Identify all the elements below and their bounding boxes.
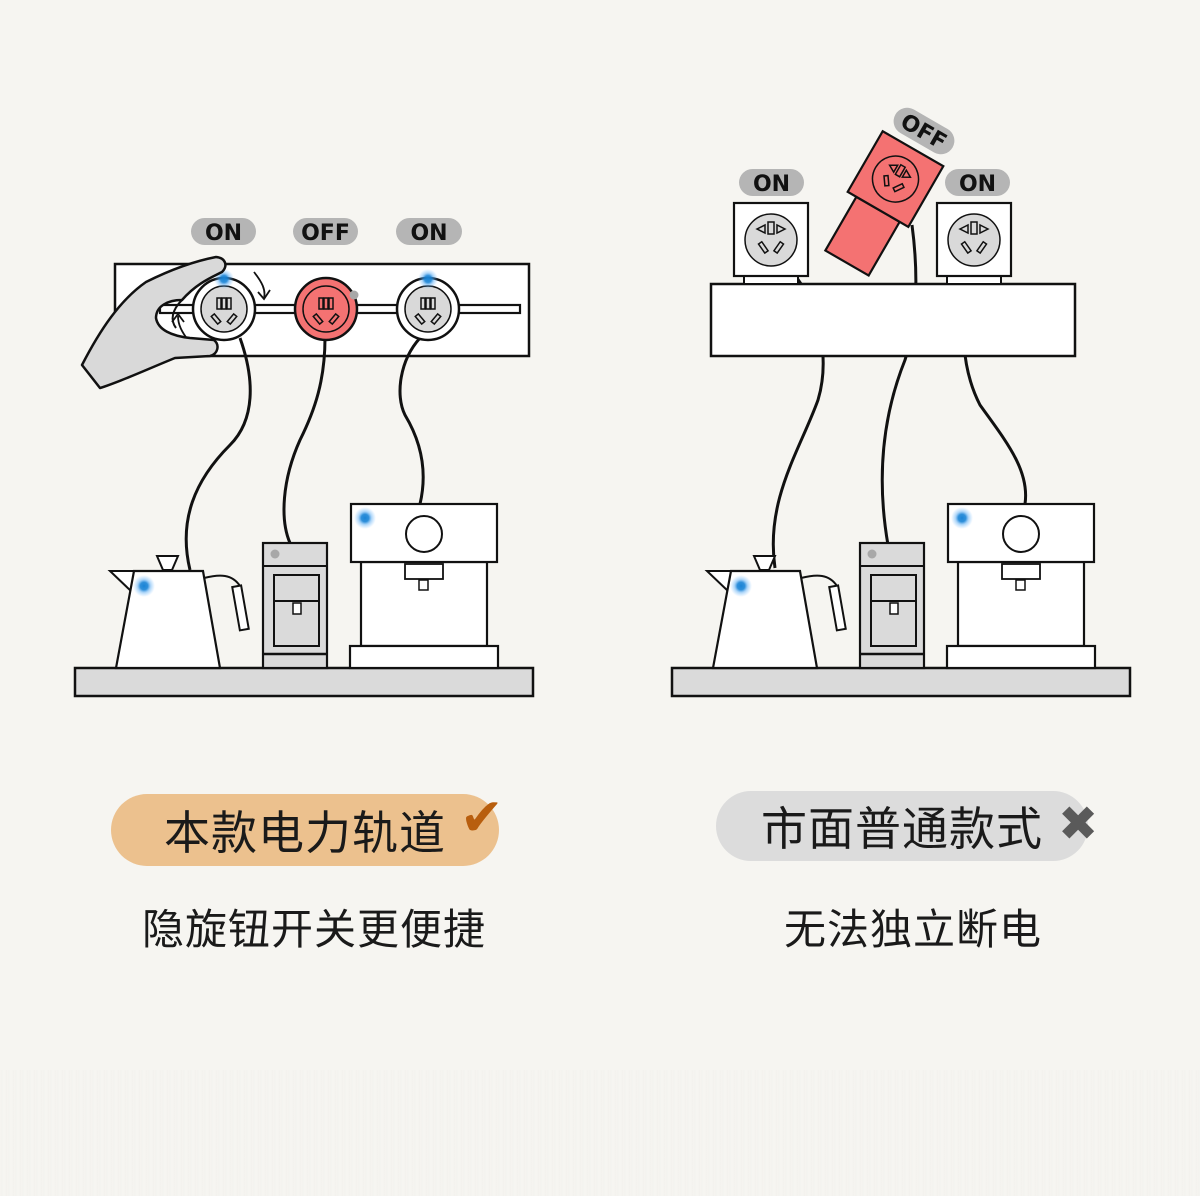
coffee-machine-icon <box>348 502 500 670</box>
counter-shelf <box>670 666 1132 698</box>
indicator-light-on <box>354 507 376 529</box>
comparison-illustration: ON OFF ON <box>73 107 1132 698</box>
plug-socket-on-2[interactable] <box>935 201 1013 285</box>
right-panel: ON ON OFF <box>670 107 1132 698</box>
counter-shelf <box>73 666 535 698</box>
power-strip <box>709 282 1077 358</box>
rotary-socket-off[interactable] <box>293 276 359 342</box>
state-label: ON <box>205 221 242 246</box>
left-state-pill-3: ON <box>396 218 462 246</box>
grinder-cord <box>880 224 918 546</box>
right-state-pill-1: ON <box>739 169 804 197</box>
right-title-pill: 市面普通款式 <box>716 791 1088 861</box>
state-label: ON <box>410 221 447 246</box>
indicator-light-on <box>133 575 155 597</box>
kettle-icon <box>107 555 250 670</box>
rotate-arrow-icon <box>253 271 266 299</box>
state-label: OFF <box>301 221 350 246</box>
plug-socket-on-1[interactable] <box>732 201 810 285</box>
pulled-plug-off[interactable] <box>817 129 945 280</box>
right-state-pill-3: ON <box>945 169 1010 197</box>
grinder-icon <box>858 541 926 670</box>
grinder-icon <box>261 541 329 670</box>
rotary-socket-on-2[interactable] <box>395 276 461 342</box>
left-state-pill-2: OFF <box>293 218 358 246</box>
indicator-light-on <box>951 507 973 529</box>
kettle-cord <box>184 337 252 571</box>
left-panel: ON OFF ON <box>73 218 535 698</box>
check-icon: ✔ <box>460 788 504 848</box>
left-state-pill-1: ON <box>191 218 256 246</box>
right-title: 市面普通款式 <box>761 802 1043 856</box>
indicator-light-on <box>418 269 438 289</box>
coffee-machine-cord <box>398 336 425 505</box>
bottom-texture <box>0 1070 1200 1196</box>
coffee-machine-icon <box>945 502 1097 670</box>
cross-icon: ✖ <box>1058 796 1099 852</box>
state-label: ON <box>753 172 790 197</box>
indicator-light-on <box>730 575 752 597</box>
right-caption: 无法独立断电 <box>784 905 1043 954</box>
left-title: 本款电力轨道 <box>164 806 446 860</box>
left-title-pill: 本款电力轨道 <box>111 794 499 866</box>
state-label: ON <box>959 172 996 197</box>
kettle-icon <box>704 555 847 670</box>
left-caption: 隐旋钮开关更便捷 <box>142 905 487 954</box>
grinder-cord <box>282 337 327 544</box>
